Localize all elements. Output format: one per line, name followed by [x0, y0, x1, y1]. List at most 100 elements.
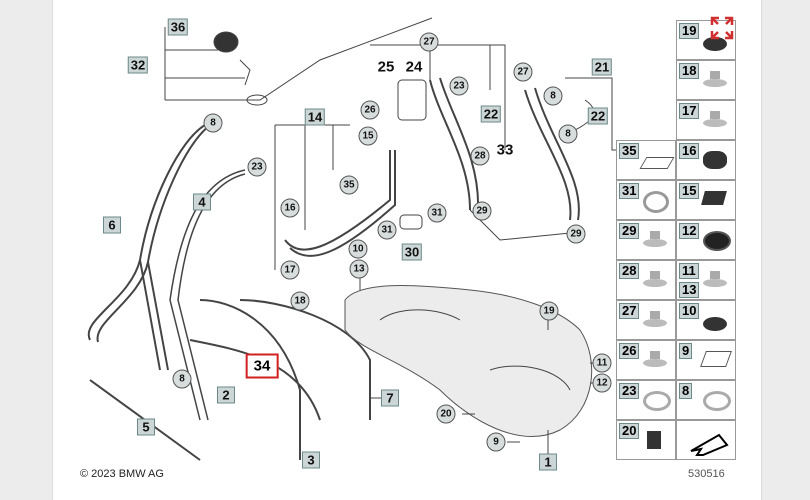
part-number: 26 — [619, 343, 640, 359]
part-cell-35[interactable]: 35 — [616, 140, 676, 180]
callout-circle-29[interactable]: 29 — [472, 201, 492, 221]
callout-circle-16[interactable]: 16 — [280, 198, 300, 218]
part-number: 12 — [679, 223, 700, 239]
callout-circle-19[interactable]: 19 — [539, 301, 559, 321]
callout-circle-9[interactable]: 9 — [486, 432, 506, 452]
part-cell-29[interactable]: 29 — [616, 220, 676, 260]
part-number: 29 — [619, 223, 640, 239]
grommet-icon — [703, 311, 727, 333]
callout-circle-31b[interactable]: 31 — [377, 220, 397, 240]
nut-icon — [703, 271, 727, 293]
callout-14[interactable]: 14 — [304, 108, 326, 126]
part-number: 9 — [679, 343, 693, 359]
callout-circle-28[interactable]: 28 — [470, 146, 490, 166]
callout-circle-18[interactable]: 18 — [290, 291, 310, 311]
part-cell-17[interactable]: 17 — [676, 100, 736, 140]
callout-circle-23[interactable]: 23 — [247, 157, 267, 177]
part-cell-10[interactable]: 10 — [676, 300, 736, 340]
clamp-icon — [703, 391, 731, 413]
callout-3[interactable]: 3 — [302, 451, 320, 469]
callout-33[interactable]: 33 — [496, 141, 514, 159]
part-cell-12[interactable]: 12 — [676, 220, 736, 260]
part-number: 19 — [679, 23, 700, 39]
part-number: 8 — [679, 383, 693, 399]
callout-circle-12[interactable]: 12 — [592, 373, 612, 393]
part-cell-15[interactable]: 15 — [676, 180, 736, 220]
part-number: 35 — [619, 143, 640, 159]
callout-circle-8[interactable]: 8 — [203, 113, 223, 133]
part-number: 18 — [679, 63, 700, 79]
highlighted-callout-34[interactable]: 34 — [245, 353, 279, 379]
callout-circle-26[interactable]: 26 — [360, 100, 380, 120]
diagram-id: 530516 — [688, 468, 725, 480]
part-number: 28 — [619, 263, 640, 279]
clamp-icon — [643, 391, 671, 413]
callout-32[interactable]: 32 — [127, 56, 149, 74]
collar-nut-icon — [643, 271, 667, 293]
part-cell-arrow[interactable] — [676, 420, 736, 460]
collar-screw-icon — [643, 351, 667, 373]
callout-circle-15[interactable]: 15 — [358, 126, 378, 146]
part-number: 13 — [679, 282, 700, 298]
part-cell-26[interactable]: 26 — [616, 340, 676, 380]
callout-circle-8c[interactable]: 8 — [558, 124, 578, 144]
callout-5[interactable]: 5 — [137, 418, 155, 436]
callout-circle-11[interactable]: 11 — [592, 353, 612, 373]
rubber-holder-icon — [701, 191, 727, 213]
callout-24[interactable]: 24 — [405, 58, 423, 76]
rubber-mount-icon — [703, 151, 727, 173]
hex-nut-icon — [643, 311, 667, 333]
oval-grommet-icon — [703, 231, 731, 253]
callout-4[interactable]: 4 — [193, 193, 211, 211]
part-cell-28[interactable]: 28 — [616, 260, 676, 300]
callout-circle-31[interactable]: 31 — [427, 203, 447, 223]
part-number: 31 — [619, 183, 640, 199]
part-cell-20[interactable]: 20 — [616, 420, 676, 460]
callout-circle-23b[interactable]: 23 — [449, 76, 469, 96]
bracket-plate-icon — [639, 151, 675, 173]
part-number: 23 — [619, 383, 640, 399]
collar-bolt-icon — [643, 231, 667, 253]
callout-30[interactable]: 30 — [401, 243, 423, 261]
grommet-icon — [703, 31, 727, 53]
callout-circle-17[interactable]: 17 — [280, 260, 300, 280]
callout-circle-27[interactable]: 27 — [419, 32, 439, 52]
callout-circle-13[interactable]: 13 — [349, 259, 369, 279]
callout-circle-8b[interactable]: 8 — [543, 86, 563, 106]
callout-25[interactable]: 25 — [377, 58, 395, 76]
callout-circle-8d[interactable]: 8 — [172, 369, 192, 389]
callout-circle-27b[interactable]: 27 — [513, 62, 533, 82]
expand-icon[interactable] — [710, 16, 734, 40]
copyright: © 2023 BMW AG — [80, 468, 164, 480]
bolt-icon — [703, 71, 727, 93]
part-cell-9[interactable]: 9 — [676, 340, 736, 380]
callout-circle-35[interactable]: 35 — [339, 175, 359, 195]
pad-icon — [700, 351, 732, 373]
callout-6[interactable]: 6 — [103, 216, 121, 234]
part-cell-31[interactable]: 31 — [616, 180, 676, 220]
part-number: 17 — [679, 103, 700, 119]
part-cell-19[interactable]: 19 — [676, 20, 736, 60]
callout-2[interactable]: 2 — [217, 386, 235, 404]
hose-clamp-icon — [643, 191, 669, 213]
callout-circle-29b[interactable]: 29 — [566, 224, 586, 244]
part-number: 11 — [679, 263, 699, 279]
part-cell-23[interactable]: 23 — [616, 380, 676, 420]
callout-1[interactable]: 1 — [539, 453, 557, 471]
sleeve-nut-icon — [703, 111, 727, 133]
part-number: 27 — [619, 303, 640, 319]
callout-36[interactable]: 36 — [167, 18, 189, 36]
callout-22[interactable]: 22 — [480, 105, 502, 123]
part-cell-27[interactable]: 27 — [616, 300, 676, 340]
part-cell-18[interactable]: 18 — [676, 60, 736, 100]
part-number: 15 — [679, 183, 700, 199]
part-cell-8[interactable]: 8 — [676, 380, 736, 420]
callout-circle-20[interactable]: 20 — [436, 404, 456, 424]
callout-7[interactable]: 7 — [381, 389, 399, 407]
part-cell-16[interactable]: 16 — [676, 140, 736, 180]
callout-22b[interactable]: 22 — [587, 107, 609, 125]
direction-arrow-icon — [690, 431, 729, 456]
callout-circle-10[interactable]: 10 — [348, 239, 368, 259]
callout-21[interactable]: 21 — [591, 58, 613, 76]
